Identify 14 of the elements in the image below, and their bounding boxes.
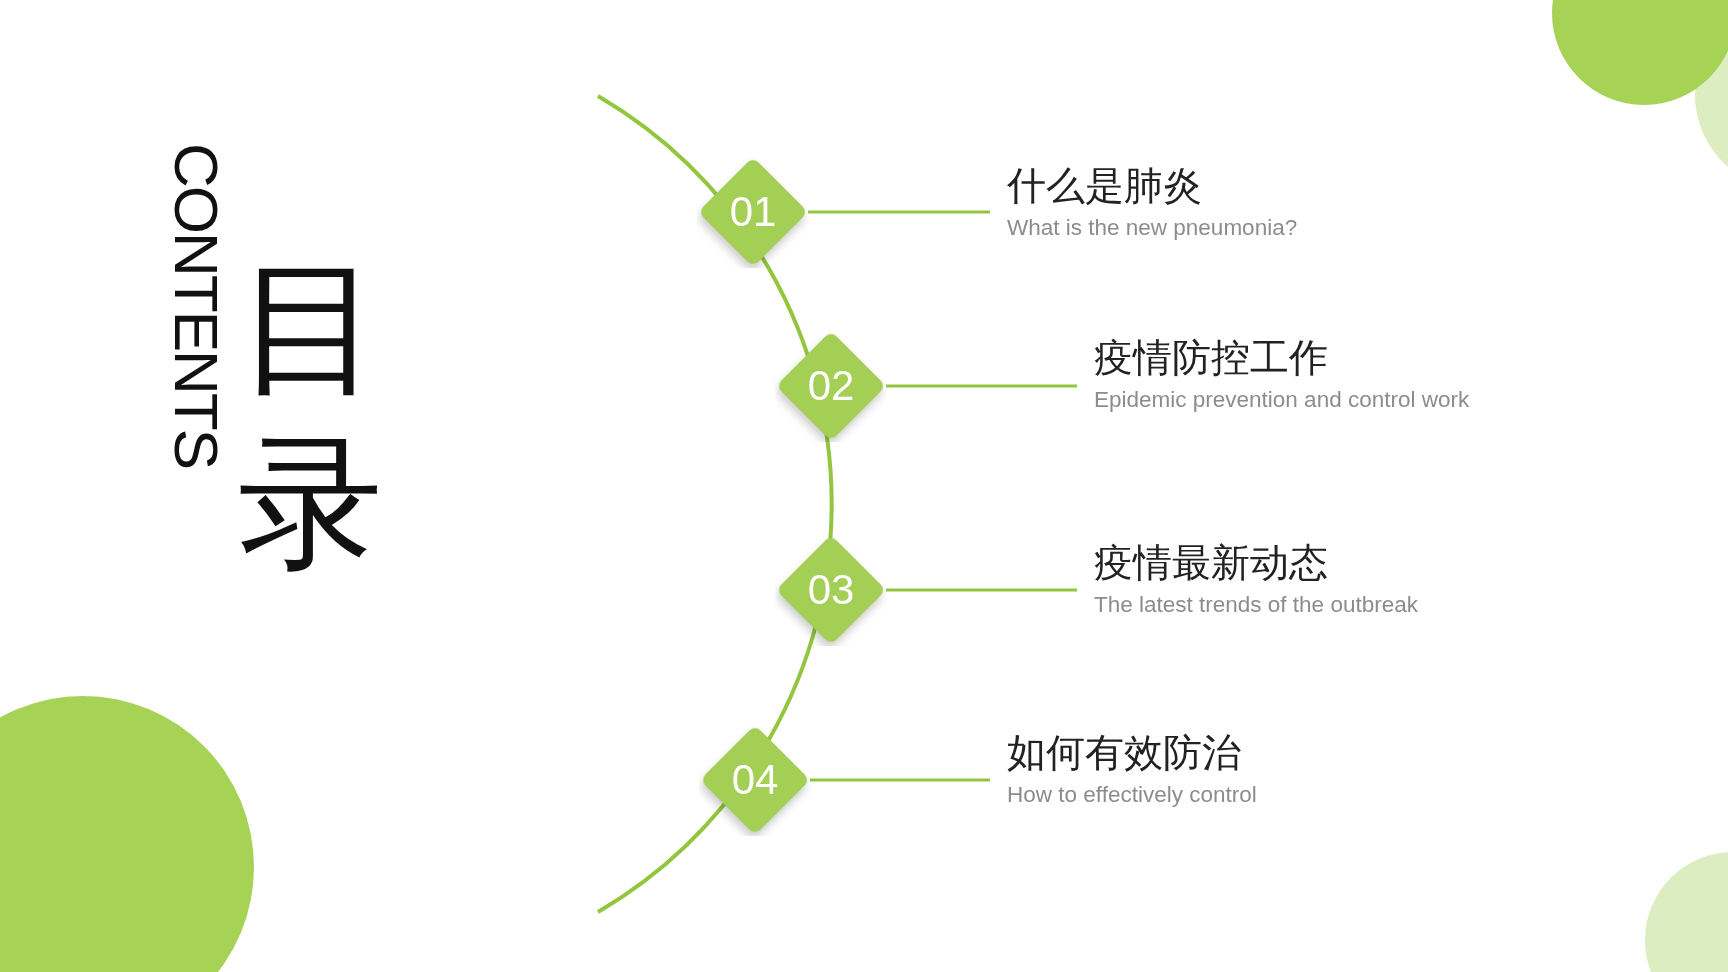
connector-line bbox=[886, 588, 1077, 592]
section-title: 疫情防控工作 bbox=[1094, 335, 1328, 381]
section-title: 如何有效防治 bbox=[1007, 730, 1241, 776]
heading: 目录 bbox=[238, 242, 384, 589]
section-subtitle: How to effectively control bbox=[1007, 781, 1257, 809]
connector-line bbox=[886, 384, 1077, 388]
vertical-heading: CONTENTS bbox=[165, 143, 227, 468]
section-title: 什么是肺炎 bbox=[1007, 163, 1202, 209]
section-title: 疫情最新动态 bbox=[1094, 540, 1328, 586]
section-subtitle: Epidemic prevention and control work bbox=[1094, 386, 1470, 414]
connector-line bbox=[808, 210, 990, 214]
section-subtitle: The latest trends of the outbreak bbox=[1094, 591, 1418, 619]
section-subtitle: What is the new pneumonia? bbox=[1007, 214, 1298, 242]
connector-line bbox=[810, 778, 990, 782]
